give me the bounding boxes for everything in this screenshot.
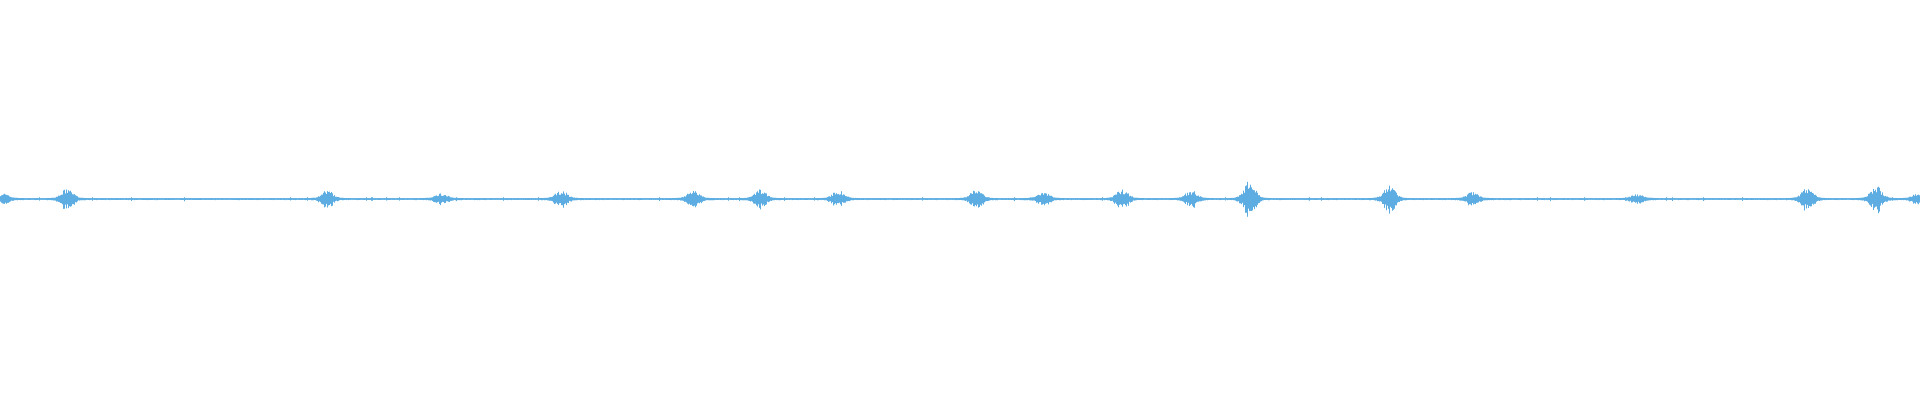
audio-waveform xyxy=(0,181,1920,217)
waveform-view xyxy=(0,181,1920,217)
